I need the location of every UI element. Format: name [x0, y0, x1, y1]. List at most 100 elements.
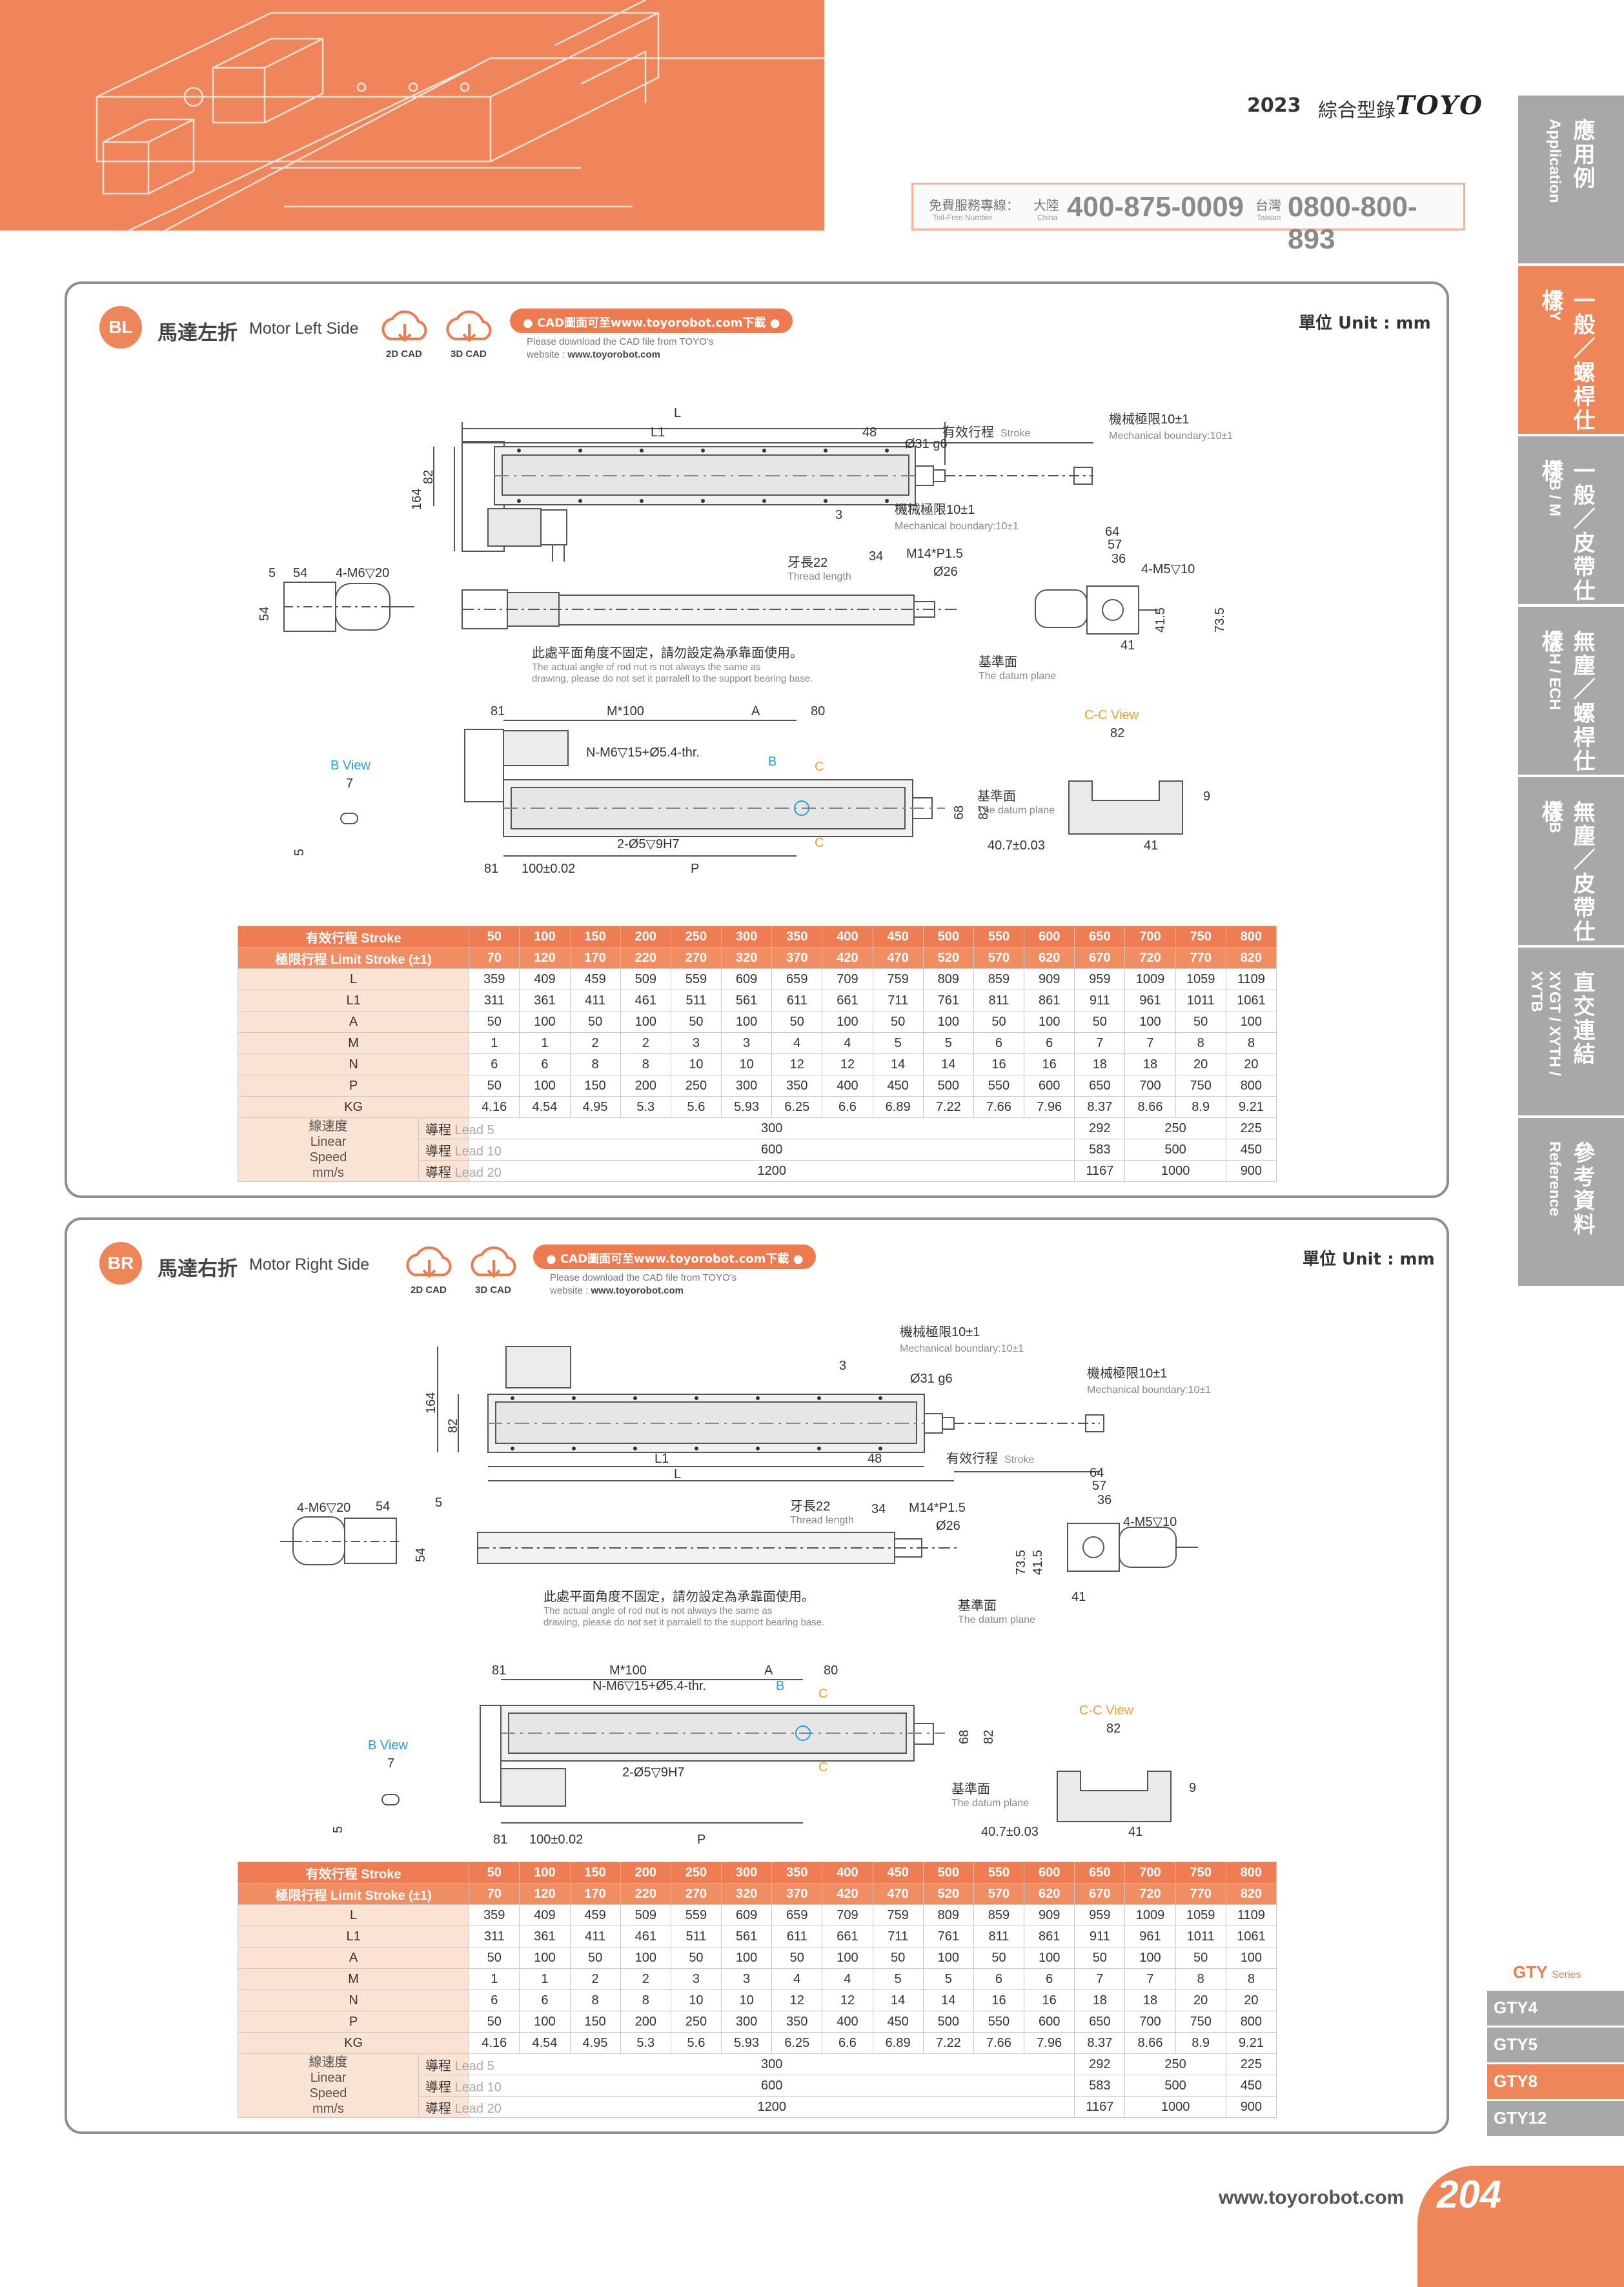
cad-note-link[interactable]: www.toyorobot.com: [591, 1285, 684, 1296]
table-cell: 10: [670, 1053, 722, 1075]
nut-note-en2: drawing, please do not set it parralell …: [532, 673, 813, 684]
taiwan-label-en: Taiwan: [1257, 213, 1281, 222]
dim-5: 5: [269, 566, 276, 580]
side-tab-label: 一般／螺桿仕樣: [1538, 289, 1595, 432]
limit-row-label: 極限行程 Limit Stroke (±1): [237, 1883, 470, 1905]
series-name: GTY: [1513, 1962, 1547, 1982]
table-cell: 661: [822, 990, 873, 1011]
table-cell: 7.66: [973, 2032, 1025, 2054]
stroke-cell: 800: [1225, 1862, 1277, 1884]
thread-length-en: Thread length: [787, 571, 851, 582]
row-label: A: [237, 1011, 470, 1033]
limit-cell: 520: [922, 1883, 974, 1905]
pin-hole: 2-Ø5▽9H7: [622, 1765, 685, 1780]
table-cell: 100: [519, 1947, 571, 1969]
cad-2d-icon[interactable]: [377, 303, 432, 351]
side-tab-reference[interactable]: 參考資料 Reference: [1518, 1118, 1624, 1286]
dim-82-cc: 82: [1110, 726, 1124, 740]
stroke-row-label: 有效行程 Stroke: [237, 926, 470, 948]
cad-2d-label: 2D CAD: [411, 1285, 447, 1296]
stroke-cell: 450: [872, 926, 924, 948]
table-cell: 50: [771, 1011, 823, 1033]
speed-header-en1: Linear: [310, 2071, 347, 2085]
row-label: P: [237, 2011, 470, 2033]
table-cell: 7.66: [973, 1096, 1025, 1118]
cad-note-link[interactable]: www.toyorobot.com: [567, 349, 660, 360]
limit-cell: 770: [1175, 947, 1226, 969]
dim-l: L: [674, 406, 681, 420]
side-tab-etb[interactable]: 一般／皮帶仕樣 ETB / M: [1518, 436, 1624, 604]
series-tab-gty5[interactable]: GTY5: [1487, 2028, 1624, 2062]
table-cell: 911: [1074, 990, 1126, 1011]
table-cell: 1: [469, 1968, 520, 1990]
table-cell: 3: [670, 1032, 722, 1054]
datum-label-en: The datum plane: [958, 1614, 1035, 1625]
side-tab-xygt[interactable]: 直交連結 XYGT / XYTH / XYTB: [1518, 948, 1624, 1115]
table-cell: 50: [469, 1011, 520, 1033]
cad-download-pill[interactable]: ● CAD圖面可至www.toyorobot.com下載 ●: [533, 1245, 817, 1269]
table-cell: 100: [1124, 1011, 1176, 1033]
table-cell: 12: [822, 1989, 873, 2011]
table-cell: 7: [1124, 1968, 1176, 1990]
cad-note: Please download the CAD file from TOYO's…: [550, 1272, 736, 1297]
mark-b: B: [768, 755, 776, 769]
speed-cell: 600: [469, 2075, 1075, 2097]
cad-note-prefix: website :: [550, 1285, 591, 1296]
mark-b: B: [776, 1679, 784, 1693]
end-view-right: [1035, 585, 1158, 635]
table-cell: 4: [771, 1032, 823, 1054]
series-tab-gty12[interactable]: GTY12: [1487, 2101, 1624, 2136]
table-cell: 859: [973, 968, 1025, 990]
table-cell: 1009: [1124, 1904, 1176, 1926]
stroke-cell: 250: [670, 1862, 722, 1884]
taiwan-number[interactable]: 0800-800-893: [1288, 191, 1417, 255]
series-tab-gty8[interactable]: GTY8: [1487, 2064, 1624, 2099]
series-tab-gty4[interactable]: GTY4: [1487, 1991, 1624, 2026]
side-tab-ecb[interactable]: 無塵／皮帶仕樣 ECB: [1518, 777, 1624, 945]
table-cell: 1011: [1175, 990, 1226, 1011]
dim-41-5: 41.5: [1031, 1550, 1045, 1575]
lead-label: 導程 Lead 20: [418, 1160, 502, 1182]
table-cell: 6: [519, 1053, 571, 1075]
speed-header-unit: mm/s: [312, 1166, 344, 1180]
footer-url[interactable]: www.toyorobot.com: [1219, 2187, 1405, 2208]
lead-en: Lead 10: [454, 2080, 502, 2095]
cad-3d-icon[interactable]: [442, 303, 497, 351]
b-view-slot: [340, 813, 358, 824]
speed-cell: 250: [1124, 2053, 1226, 2075]
table-cell: 809: [922, 1904, 974, 1926]
table-cell: 9.21: [1225, 1096, 1277, 1118]
cad-2d-label: 2D CAD: [386, 349, 422, 360]
limit-cell: 220: [620, 1883, 671, 1905]
table-cell: 50: [1074, 1011, 1126, 1033]
lead-zh: 導程: [425, 2080, 451, 2095]
table-cell: 909: [1024, 1904, 1075, 1926]
limit-cell: 670: [1074, 947, 1126, 969]
dim-48: 48: [868, 1452, 882, 1466]
limit-cell: 620: [1024, 1883, 1075, 1905]
stroke-cell: 200: [620, 926, 671, 948]
table-cell: 861: [1024, 990, 1075, 1011]
dim-80: 80: [811, 704, 825, 718]
side-tab-application[interactable]: 應用例 Application: [1518, 96, 1624, 263]
china-number[interactable]: 400-875-0009: [1067, 191, 1244, 223]
cad-download-pill[interactable]: ● CAD圖面可至www.toyorobot.com下載 ●: [510, 309, 793, 333]
speed-cell: 250: [1124, 1117, 1226, 1139]
table-cell: 300: [721, 2011, 773, 2033]
table-cell: 500: [922, 2011, 974, 2033]
end-view-right: [1067, 1523, 1198, 1572]
dim-82-cc: 82: [1106, 1722, 1121, 1736]
side-tab-gch[interactable]: 無塵／螺桿仕樣 GCH / ECH: [1518, 607, 1624, 775]
table-cell: 3: [670, 1968, 722, 1990]
hotline-label-en: Toll-Free Number: [933, 213, 993, 222]
cad-2d-icon[interactable]: [401, 1239, 457, 1287]
table-cell: 4.54: [519, 1096, 571, 1118]
cad-3d-icon[interactable]: [466, 1239, 522, 1287]
table-cell: 2: [569, 1968, 621, 1990]
limit-cell: 520: [922, 947, 974, 969]
side-tab-gty[interactable]: 一般／螺桿仕樣 GTY: [1518, 266, 1624, 434]
